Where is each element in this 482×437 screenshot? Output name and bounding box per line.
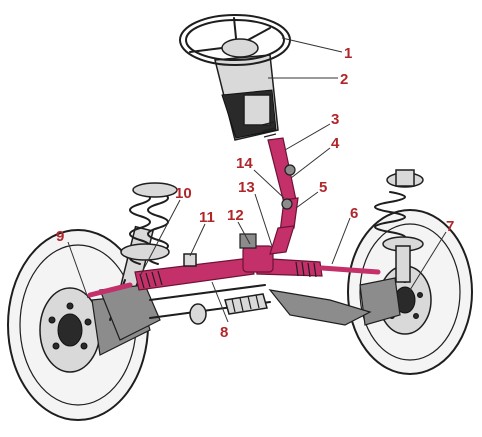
lower-control-arms [99,284,372,341]
leader-lines [67,37,447,323]
callout-5: 5 [319,179,327,196]
callout-labels: 1 2 3 4 5 6 7 8 9 10 11 12 13 14 [56,45,454,341]
right-strut-spring [374,169,424,283]
callout-9: 9 [56,228,64,245]
callout-12: 12 [227,207,244,224]
steering-column [214,54,299,255]
callout-14: 14 [236,155,253,172]
right-wheel [347,209,473,375]
callout-8: 8 [220,324,228,341]
steering-rack [87,233,381,298]
left-strut-spring [109,182,178,326]
callout-6: 6 [350,205,358,222]
callout-13: 13 [238,179,255,196]
callout-1: 1 [344,45,352,62]
callout-4: 4 [331,135,340,152]
callout-3: 3 [331,111,339,128]
callout-10: 10 [175,185,192,202]
callout-7: 7 [446,218,454,235]
callout-2: 2 [340,71,348,88]
callout-11: 11 [199,209,215,226]
drive-shaft [149,293,271,325]
